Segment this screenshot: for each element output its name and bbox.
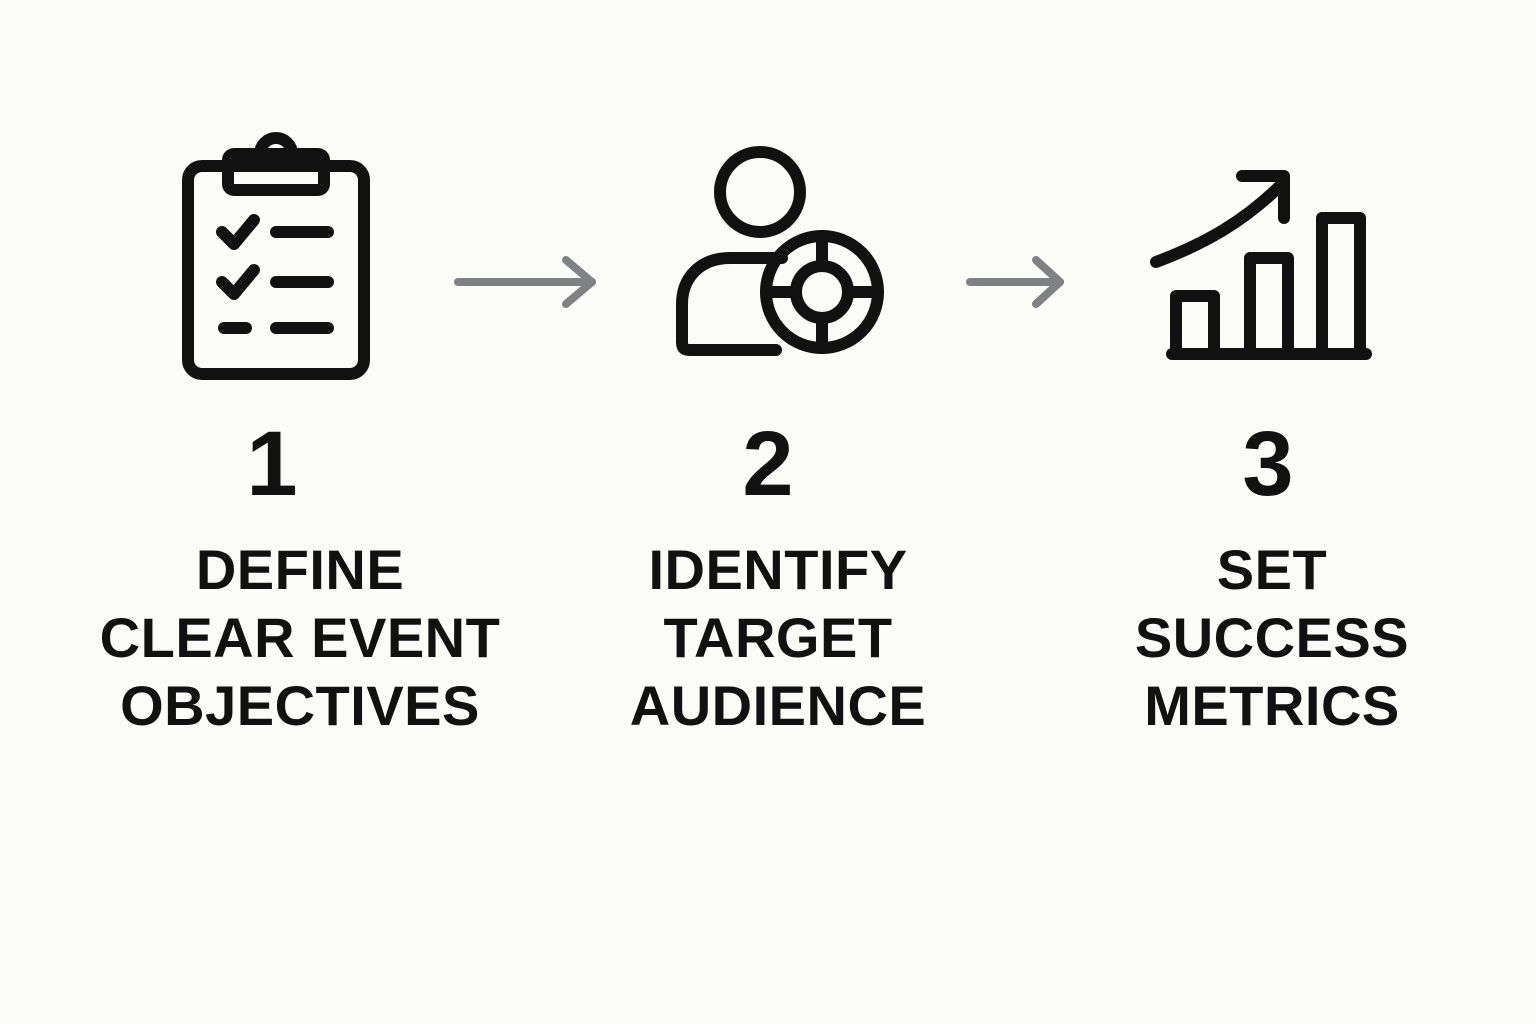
step-1-number: 1: [246, 413, 298, 515]
step-3-number: 3: [1242, 413, 1294, 515]
step-3-label-line-2: SUCCESS: [1134, 606, 1410, 669]
step-2-label-line-3: AUDIENCE: [629, 674, 927, 737]
step-2-label: IDENTIFY TARGET AUDIENCE: [548, 536, 1008, 740]
step-1-label-line-1: DEFINE: [195, 538, 405, 601]
step-3-label-line-3: METRICS: [1144, 674, 1400, 737]
step-1-label: DEFINE CLEAR EVENT OBJECTIVES: [70, 536, 530, 740]
clipboard-checklist-icon: [182, 132, 370, 380]
step-1-label-line-3: OBJECTIVES: [120, 674, 480, 737]
arrow-right-icon: [966, 256, 1064, 308]
arrow-right-icon: [454, 256, 596, 308]
step-2-label-line-1: IDENTIFY: [648, 538, 908, 601]
step-2-number: 2: [742, 413, 794, 515]
user-target-icon: [676, 146, 884, 356]
step-3-label: SET SUCCESS METRICS: [1042, 536, 1502, 740]
step-2-label-line-2: TARGET: [663, 606, 893, 669]
step-3-label-line-1: SET: [1216, 538, 1328, 601]
growth-bar-chart-icon: [1150, 170, 1372, 360]
step-1-label-line-2: CLEAR EVENT: [99, 606, 501, 669]
